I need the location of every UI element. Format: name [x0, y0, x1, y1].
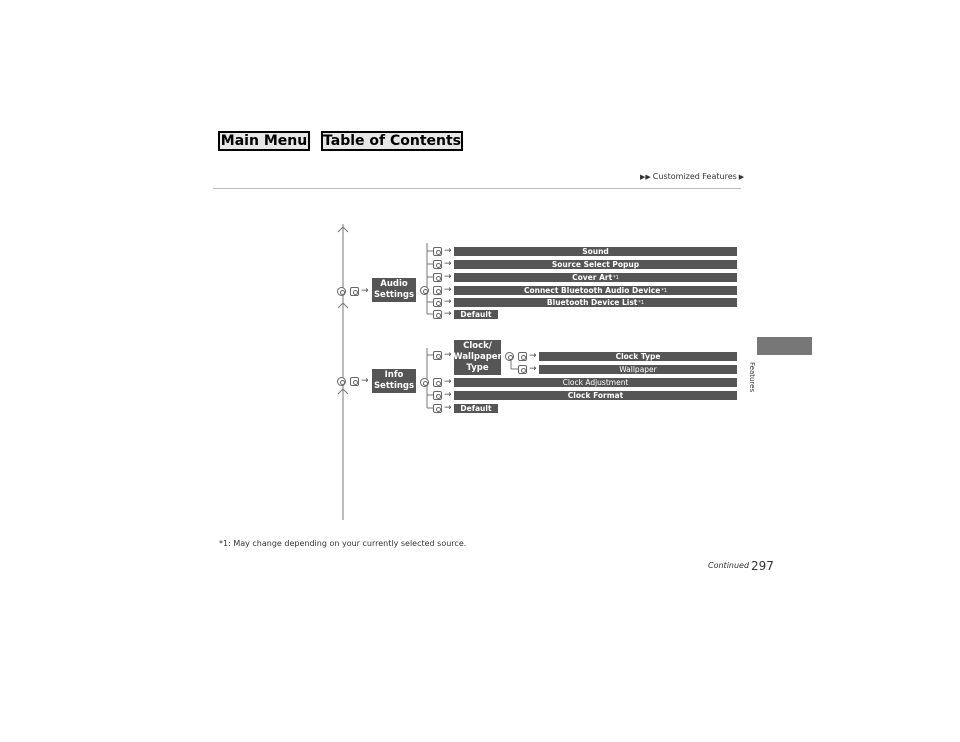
clock-type-item[interactable]: Clock Type: [539, 352, 737, 361]
selector-knob-icon: [350, 287, 359, 296]
arrow-right-icon: →: [361, 286, 369, 296]
selector-knob-icon: [433, 247, 442, 256]
page-number: 297: [751, 559, 774, 573]
arrow-right-icon: →: [444, 272, 452, 282]
sound-label: Sound: [582, 247, 609, 256]
selector-knob-icon: [518, 352, 527, 361]
clock-format-label: Clock Format: [567, 391, 624, 400]
info-settings-box[interactable]: Info Settings: [372, 369, 416, 393]
arrow-right-icon: →: [444, 390, 452, 400]
selector-knob-icon: [350, 377, 359, 386]
wallpaper-item[interactable]: Wallpaper: [539, 365, 737, 374]
breadcrumb: ▶▶ Customized Features ▶: [640, 172, 744, 181]
table-of-contents-button[interactable]: Table of Contents: [321, 131, 463, 151]
arrow-right-icon: →: [361, 376, 369, 386]
selector-knob-icon: [433, 298, 442, 307]
arrow-right-icon: →: [444, 259, 452, 269]
settings-round-icon: [420, 286, 429, 295]
clock-adjustment-label: Clock Adjustment: [562, 378, 629, 387]
footnote-marker: *1: [661, 287, 668, 294]
arrow-right-icon: →: [444, 297, 452, 307]
sound-item[interactable]: Sound: [454, 247, 737, 256]
connect-bluetooth-audio-device-label: Connect Bluetooth Audio Device: [523, 286, 661, 295]
arrow-right-icon: →: [444, 309, 452, 319]
selector-knob-icon: [518, 365, 527, 374]
selector-knob-icon: [433, 310, 442, 319]
arrow-right-icon: →: [444, 377, 452, 387]
main-menu-button[interactable]: Main Menu: [218, 131, 310, 151]
arrow-right-icon: →: [444, 350, 452, 360]
cover-art-label: Cover Art: [572, 273, 613, 282]
section-tab-label: Features: [748, 362, 756, 393]
arrow-right-icon: →: [444, 246, 452, 256]
arrow-right-icon: →: [444, 403, 452, 413]
breadcrumb-text: Customized Features: [652, 172, 737, 181]
footnote: *1: May change depending on your current…: [219, 539, 467, 548]
selector-knob-icon: [433, 391, 442, 400]
section-tab[interactable]: [757, 337, 812, 355]
header-divider: [213, 188, 741, 189]
info-default-item[interactable]: Default: [454, 404, 498, 413]
selector-knob-icon: [433, 404, 442, 413]
audio-settings-box[interactable]: Audio Settings: [372, 278, 416, 302]
breadcrumb-arrow-icon: ▶▶: [640, 172, 651, 181]
selector-knob-icon: [433, 260, 442, 269]
info-default-label: Default: [460, 404, 492, 413]
selector-knob-icon: [433, 351, 442, 360]
arrow-right-icon: →: [529, 351, 537, 361]
settings-round-icon: [337, 287, 346, 296]
clock-wallpaper-type-box[interactable]: Clock/ Wallpaper Type: [453, 340, 502, 375]
selector-knob-icon: [433, 378, 442, 387]
arrow-right-icon: →: [529, 364, 537, 374]
footnote-marker: *1: [613, 274, 619, 281]
settings-round-icon: [420, 378, 429, 387]
clock-format-item[interactable]: Clock Format: [454, 391, 737, 400]
bluetooth-device-list-label: Bluetooth Device List: [546, 298, 638, 307]
selector-knob-icon: [433, 286, 442, 295]
clock-type-label: Clock Type: [615, 352, 661, 361]
selector-knob-icon: [433, 273, 442, 282]
audio-default-label: Default: [460, 310, 492, 319]
audio-default-item[interactable]: Default: [454, 310, 498, 319]
cover-art-item[interactable]: Cover Art*1: [454, 273, 737, 282]
wallpaper-label: Wallpaper: [619, 365, 657, 374]
bluetooth-device-list-item[interactable]: Bluetooth Device List*1: [454, 298, 737, 307]
footnote-marker: *1: [638, 299, 645, 306]
connect-bluetooth-audio-device-item[interactable]: Connect Bluetooth Audio Device*1: [454, 286, 737, 295]
source-select-popup-label: Source Select Popup: [551, 260, 640, 269]
settings-round-icon: [337, 377, 346, 386]
arrow-right-icon: →: [444, 285, 452, 295]
settings-round-icon: [505, 352, 514, 361]
clock-adjustment-item[interactable]: Clock Adjustment: [454, 378, 737, 387]
breadcrumb-arrow-icon: ▶: [738, 172, 745, 181]
continued-label: Continued: [708, 561, 750, 570]
source-select-popup-item[interactable]: Source Select Popup: [454, 260, 737, 269]
